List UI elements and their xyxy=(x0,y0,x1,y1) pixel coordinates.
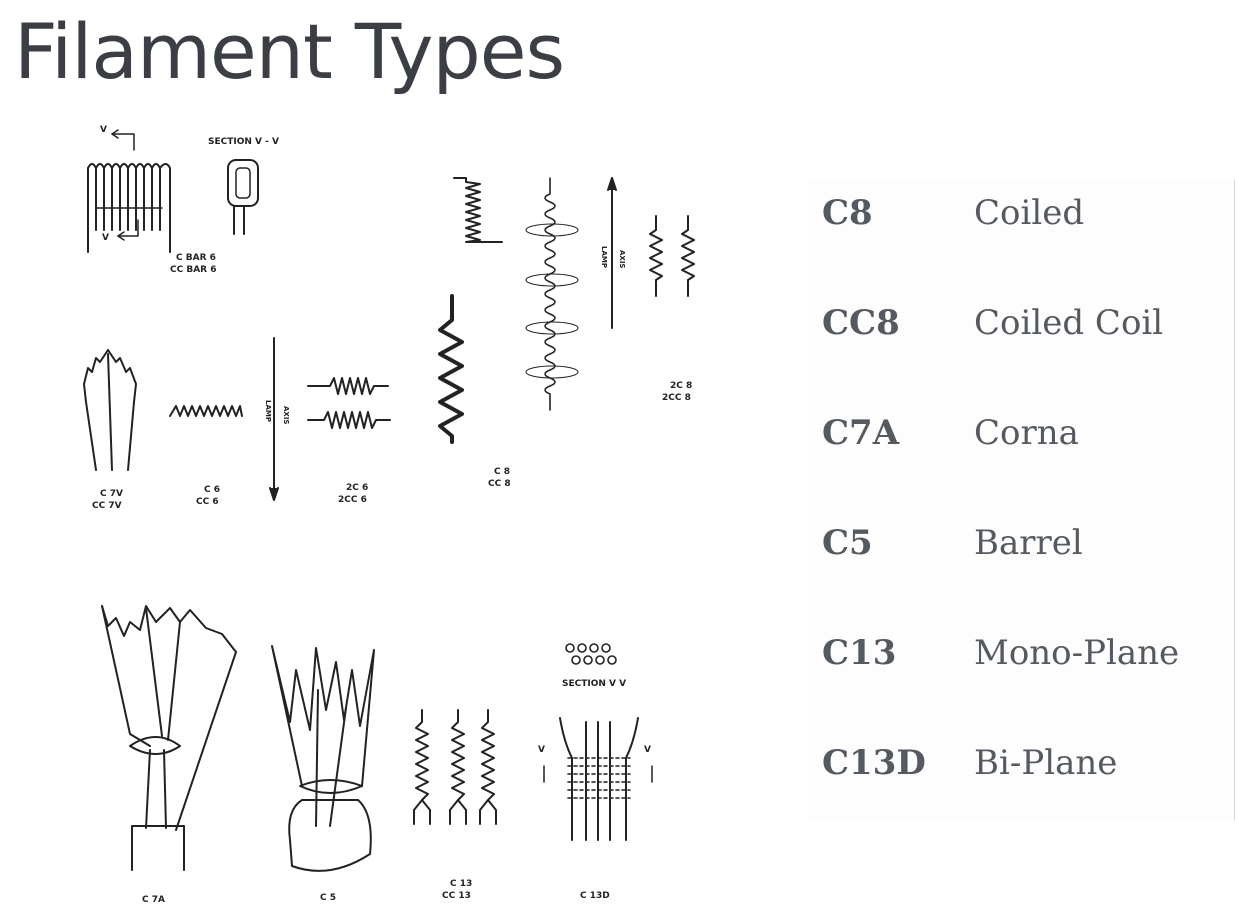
legend-row-cc8: CC8 Coiled Coil xyxy=(808,298,1234,348)
label-cc6: CC 6 xyxy=(196,497,219,507)
label-v-right: V xyxy=(644,745,651,755)
page-title: Filament Types xyxy=(14,7,565,96)
label-cc7v: CC 7V xyxy=(92,501,122,511)
label-axis-1: AXIS xyxy=(282,406,290,424)
c7a-figure xyxy=(101,605,237,871)
label-twoc6: 2C 6 xyxy=(346,483,368,493)
legend-row-c13: C13 Mono-Plane xyxy=(808,628,1234,678)
legend-code: C7A xyxy=(822,413,900,453)
cc8-figure xyxy=(525,177,579,411)
label-c7v: C 7V xyxy=(100,489,123,499)
legend-row-c13d: C13D Bi-Plane xyxy=(808,738,1234,788)
label-cbar6: C BAR 6 xyxy=(176,253,216,263)
legend-row-c5: C5 Barrel xyxy=(808,518,1234,568)
label-v-top: V xyxy=(100,125,107,135)
legend-panel: C8 Coiled CC8 Coiled Coil C7A Corna C5 B… xyxy=(808,180,1235,820)
label-v-bottom: V xyxy=(102,233,109,243)
legend-code: C8 xyxy=(822,193,873,233)
label-lamp-1: LAMP xyxy=(264,400,272,422)
legend-name: Barrel xyxy=(974,523,1083,563)
legend-name: Coiled xyxy=(974,193,1085,233)
c13-figure xyxy=(413,709,497,825)
c8-top-coil xyxy=(453,177,503,243)
twoc6-coils xyxy=(307,377,391,429)
cbar6-figure xyxy=(87,129,259,253)
c7v-figure xyxy=(83,349,137,471)
label-twocc8: 2CC 8 xyxy=(662,393,691,403)
label-c6: C 6 xyxy=(204,485,220,495)
label-c5: C 5 xyxy=(320,893,336,903)
legend-row-c7a: C7A Corna xyxy=(808,408,1234,458)
label-c13: C 13 xyxy=(450,879,472,889)
label-cc13: CC 13 xyxy=(442,891,471,901)
legend-code: C13 xyxy=(822,633,897,673)
legend-code: C13D xyxy=(822,743,926,783)
legend-code: CC8 xyxy=(822,303,900,343)
c13d-figure xyxy=(543,643,653,841)
label-c8: C 8 xyxy=(494,467,510,477)
label-twoc8: 2C 8 xyxy=(670,381,692,391)
legend-name: Mono-Plane xyxy=(974,633,1180,673)
label-ccbar6: CC BAR 6 xyxy=(170,265,217,275)
legend-name: Corna xyxy=(974,413,1079,453)
label-c7a: C 7A xyxy=(142,895,165,905)
label-c13d: C 13D xyxy=(580,891,610,901)
label-v-left: V xyxy=(538,745,545,755)
c6-coil xyxy=(169,405,243,417)
c8-large-coil xyxy=(438,294,464,444)
label-twocc6: 2CC 6 xyxy=(338,495,367,505)
label-lamp-2: LAMP xyxy=(600,246,608,268)
label-section-vv-bottom: SECTION V V xyxy=(562,679,626,689)
legend-row-c8: C8 Coiled xyxy=(808,188,1234,238)
legend-code: C5 xyxy=(822,523,873,563)
legend-name: Bi-Plane xyxy=(974,743,1118,783)
c5-figure xyxy=(271,645,375,872)
label-cc8: CC 8 xyxy=(488,479,511,489)
legend-name: Coiled Coil xyxy=(974,303,1164,343)
label-axis-2: AXIS xyxy=(618,250,626,268)
filament-diagram: SECTION V - V V V C BAR 6 CC BAR 6 C 7V … xyxy=(83,125,695,905)
twoc8-coils xyxy=(649,215,695,297)
label-section-vv-top: SECTION V - V xyxy=(208,137,279,147)
